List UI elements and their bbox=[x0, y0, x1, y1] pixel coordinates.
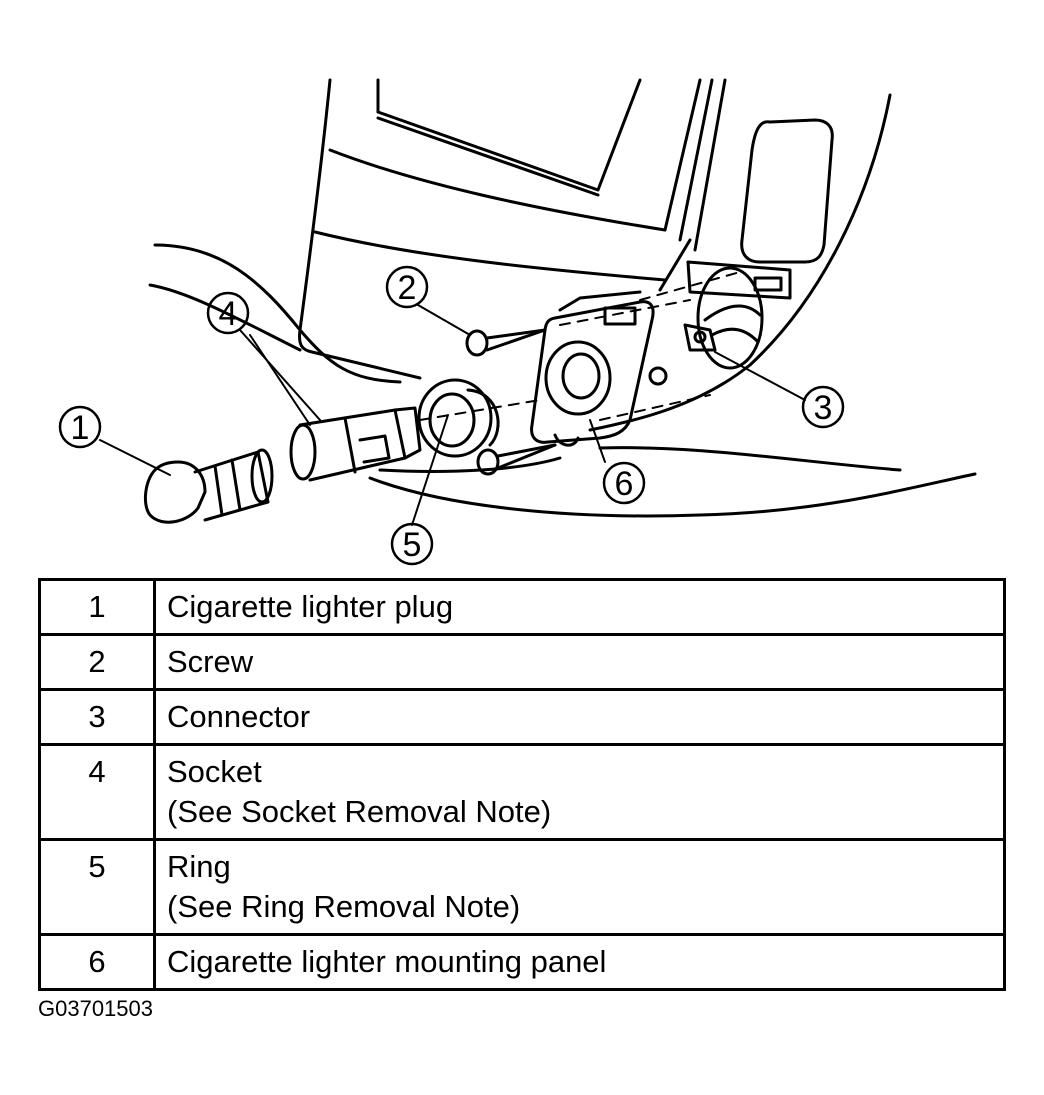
part-number: 2 bbox=[38, 633, 156, 691]
exploded-view-diagram: 1 2 3 4 5 6 bbox=[58, 78, 977, 566]
part-name: Ring bbox=[167, 849, 231, 884]
callout-6: 6 bbox=[602, 461, 646, 505]
socket-drawing bbox=[289, 406, 422, 482]
part-number: 3 bbox=[38, 688, 156, 746]
lighter-plug-drawing bbox=[143, 448, 274, 524]
svg-text:1: 1 bbox=[71, 409, 90, 447]
part-description: Screw bbox=[153, 633, 1006, 691]
callout-5: 5 bbox=[390, 522, 434, 566]
svg-text:2: 2 bbox=[398, 269, 417, 307]
svg-text:5: 5 bbox=[403, 526, 422, 564]
part-name: Socket bbox=[167, 754, 262, 789]
callout-3: 3 bbox=[801, 385, 845, 429]
part-description: Connector bbox=[153, 688, 1006, 746]
part-description: Socket (See Socket Removal Note) bbox=[153, 743, 1006, 841]
part-number: 1 bbox=[38, 578, 156, 636]
part-description: Cigarette lighter plug bbox=[153, 578, 1006, 636]
part-description: Cigarette lighter mounting panel bbox=[153, 933, 1006, 991]
table-row: 2 Screw bbox=[38, 633, 1006, 691]
part-name: Screw bbox=[167, 644, 254, 679]
callout-4: 4 bbox=[206, 291, 250, 335]
part-number: 5 bbox=[38, 838, 156, 936]
assembly-lines bbox=[419, 271, 741, 421]
part-name: Cigarette lighter plug bbox=[167, 589, 454, 624]
dashboard-outline bbox=[148, 78, 977, 518]
leader-lines bbox=[99, 304, 806, 526]
table-row: 6 Cigarette lighter mounting panel bbox=[38, 933, 1006, 991]
table-row: 1 Cigarette lighter plug bbox=[38, 578, 1006, 636]
part-number: 4 bbox=[38, 743, 156, 841]
part-name: Cigarette lighter mounting panel bbox=[167, 944, 607, 979]
table-row: 3 Connector bbox=[38, 688, 1006, 746]
mounting-panel-drawing bbox=[530, 290, 668, 447]
table-row: 4 Socket (See Socket Removal Note) bbox=[38, 743, 1006, 841]
connector-drawing bbox=[683, 266, 764, 370]
svg-text:4: 4 bbox=[219, 295, 238, 333]
callout-1: 1 bbox=[58, 405, 102, 449]
removal-note: (See Socket Removal Note) bbox=[167, 794, 552, 829]
part-name: Connector bbox=[167, 699, 311, 734]
svg-text:3: 3 bbox=[814, 389, 833, 427]
svg-text:6: 6 bbox=[615, 465, 634, 503]
part-number: 6 bbox=[38, 933, 156, 991]
ring-drawing bbox=[417, 378, 500, 458]
callout-2: 2 bbox=[385, 265, 429, 309]
part-description: Ring (See Ring Removal Note) bbox=[153, 838, 1006, 936]
screw-drawings bbox=[465, 328, 557, 476]
figure-code: G03701503 bbox=[38, 996, 153, 1021]
parts-legend-table: 1 Cigarette lighter plug 2 Screw 3 Conne… bbox=[38, 578, 1006, 991]
removal-note: (See Ring Removal Note) bbox=[167, 889, 521, 924]
table-row: 5 Ring (See Ring Removal Note) bbox=[38, 838, 1006, 936]
